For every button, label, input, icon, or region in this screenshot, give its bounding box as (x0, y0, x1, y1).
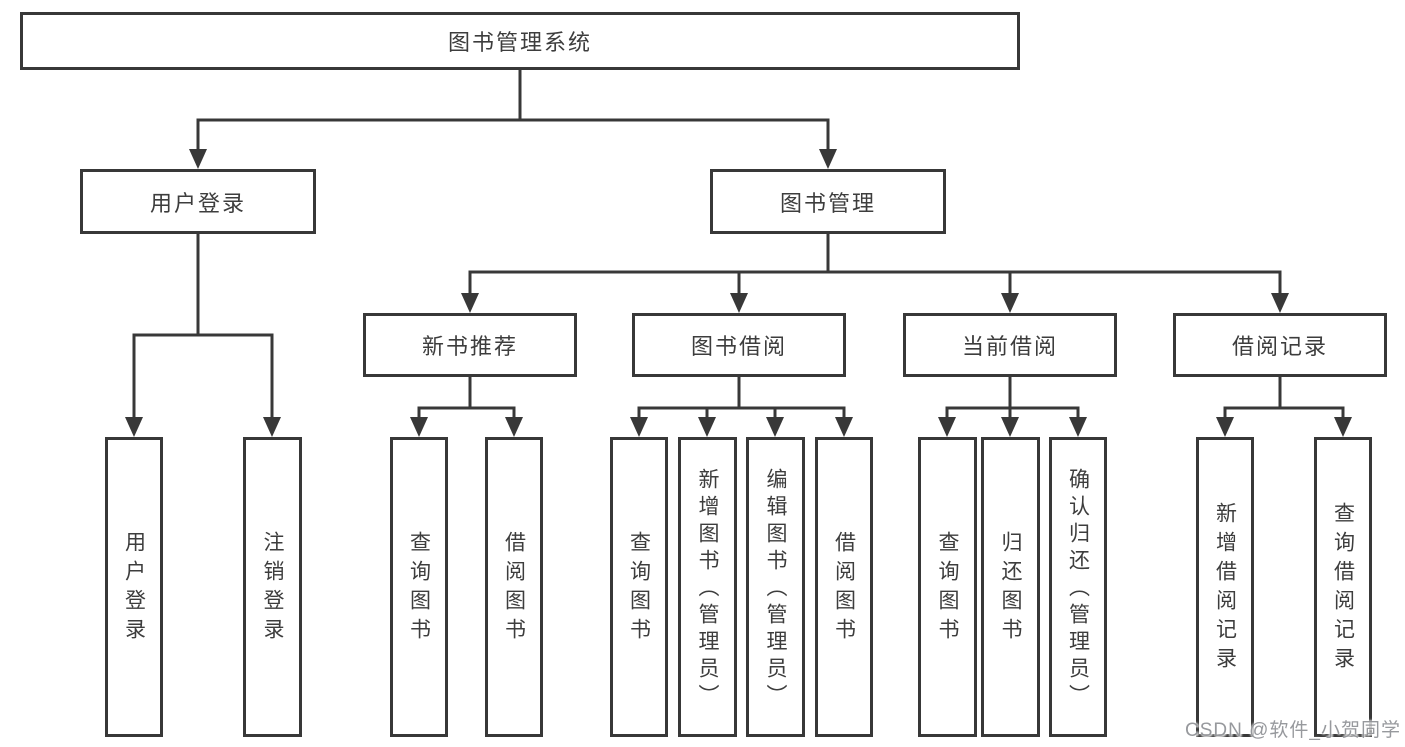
node-book-borrowing: 图书借阅 (632, 313, 846, 377)
node-leaf-logout: 注销登录 (243, 437, 302, 737)
node-leaf-query-borrow-record: 查询借阅记录 (1314, 437, 1372, 737)
node-leaf-user-login: 用户登录 (105, 437, 163, 737)
node-user-login: 用户登录 (80, 169, 316, 234)
node-leaf-return-books: 归还图书 (981, 437, 1040, 737)
node-leaf-edit-books-admin: 编辑图书（管理员） (746, 437, 805, 737)
node-leaf-query-books-recommend: 查询图书 (390, 437, 448, 737)
csdn-watermark: CSDN @软件_小贺同学 (1185, 720, 1401, 741)
node-new-book-recommend: 新书推荐 (363, 313, 577, 377)
node-book-management: 图书管理 (710, 169, 946, 234)
node-leaf-query-books-borrowing: 查询图书 (610, 437, 668, 737)
node-leaf-borrow-books: 借阅图书 (815, 437, 873, 737)
node-current-borrowing: 当前借阅 (903, 313, 1117, 377)
node-leaf-add-books-admin: 新增图书（管理员） (678, 437, 737, 737)
node-borrowing-records: 借阅记录 (1173, 313, 1387, 377)
node-leaf-borrow-books-recommend: 借阅图书 (485, 437, 543, 737)
node-leaf-confirm-return-admin: 确认归还（管理员） (1049, 437, 1107, 737)
node-library-system: 图书管理系统 (20, 12, 1020, 70)
node-leaf-query-books-current: 查询图书 (918, 437, 977, 737)
node-leaf-add-borrow-record: 新增借阅记录 (1196, 437, 1254, 737)
